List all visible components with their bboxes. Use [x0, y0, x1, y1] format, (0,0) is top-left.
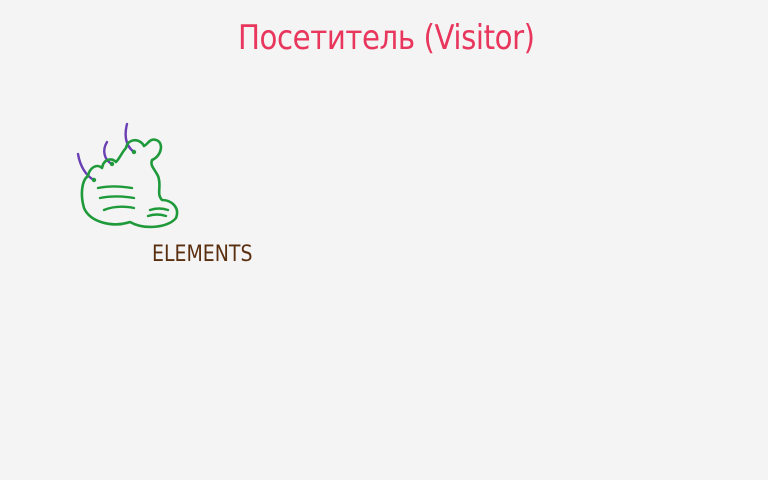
blob-line-1	[96, 185, 134, 190]
tendril-left	[76, 152, 96, 182]
tendril-dot-mid	[109, 161, 115, 167]
tendril-dot-right	[131, 149, 137, 155]
blob-line-3	[102, 205, 136, 212]
blob-line-4	[148, 207, 170, 212]
elements-label: ELEMENTS	[152, 242, 253, 267]
elements-blob-drawing	[76, 122, 179, 229]
tendril-right	[124, 122, 136, 154]
blob-line-5	[146, 213, 168, 218]
diagram-title: Посетитель (Visitor)	[238, 18, 535, 58]
blob-outline	[80, 138, 179, 229]
tendril-dot-left	[91, 177, 97, 183]
blob-line-2	[98, 195, 136, 200]
